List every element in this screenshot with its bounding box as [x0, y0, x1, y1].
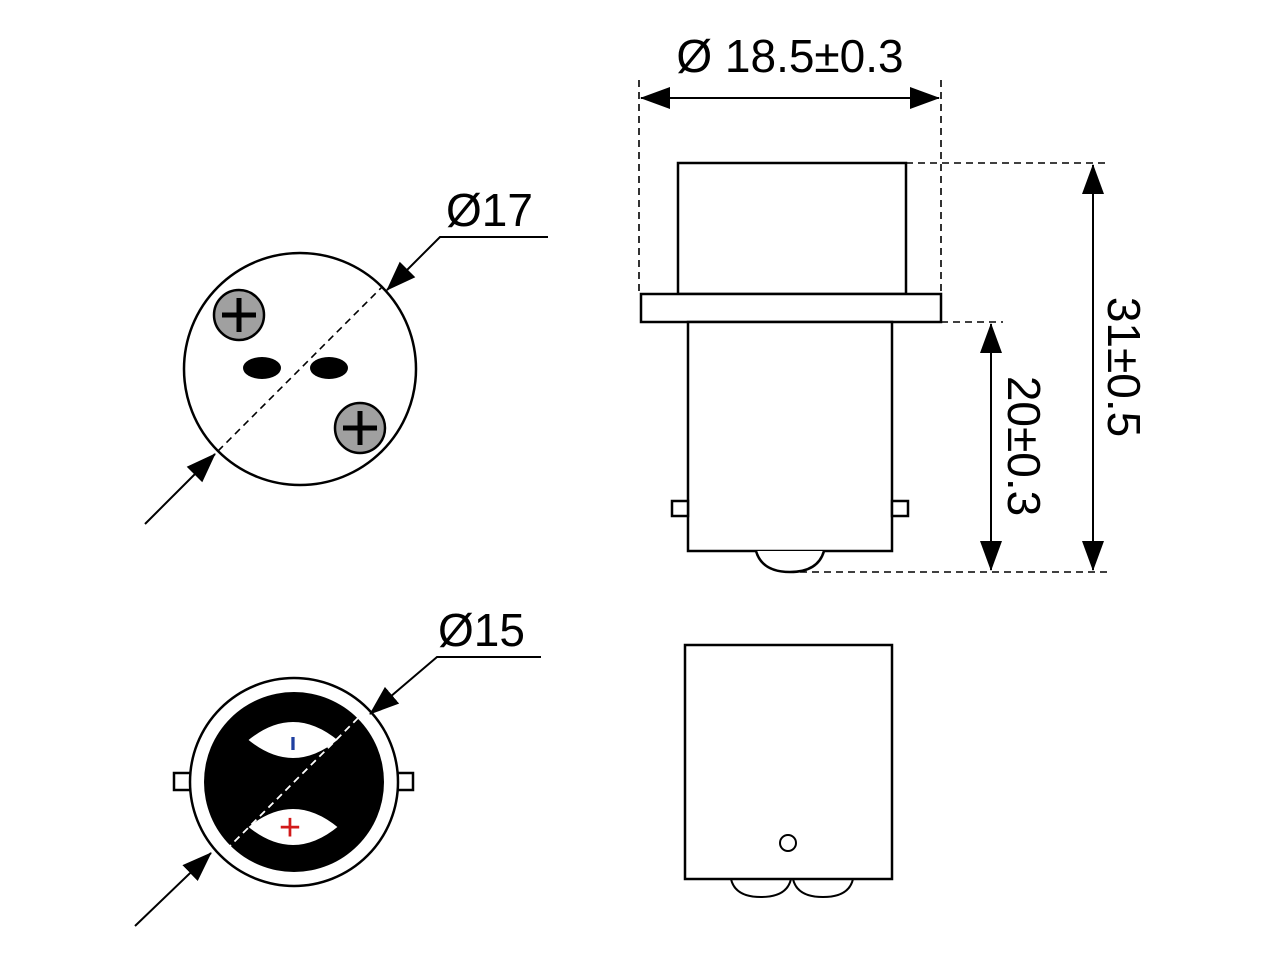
lamp-flange: [639, 292, 943, 324]
lamp-body: [676, 161, 908, 296]
rear-view-hole: [779, 834, 797, 852]
bayonet-pin: [890, 499, 910, 518]
screw-icon: [333, 401, 387, 455]
rear-view: [683, 643, 894, 899]
diameter-line: [217, 286, 383, 452]
rear-contact: [792, 878, 854, 899]
positive-mark: +: [279, 807, 301, 849]
diameter-line: [225, 713, 363, 851]
overall-height-label: 31±0.5: [1098, 297, 1150, 437]
leader-line: [369, 656, 541, 715]
body-width-label: Ø 18.5±0.3: [676, 30, 903, 82]
top-view: Ø17: [144, 184, 548, 525]
mount-hole: [310, 357, 348, 379]
positive-contact: [245, 807, 341, 847]
base-contact: [754, 550, 826, 574]
negative-contact: [245, 720, 341, 760]
bottom-view-diameter-label: Ø15: [438, 604, 525, 656]
lamp-base: [686, 320, 894, 553]
top-view-diameter-label: Ø17: [446, 184, 533, 236]
mount-hole: [243, 357, 281, 379]
screw-icon: [212, 288, 266, 342]
negative-mark: ı: [290, 729, 297, 756]
base-height-label: 20±0.3: [998, 376, 1050, 516]
rear-contact: [730, 878, 792, 899]
bayonet-pin: [670, 499, 690, 518]
leader-line: [144, 453, 216, 525]
bottom-view: ı + Ø15: [134, 604, 541, 927]
leader-line: [386, 236, 548, 291]
side-view: Ø 18.5±0.3 31±0.5 20±0.3: [638, 30, 1150, 574]
leader-line: [134, 852, 212, 927]
